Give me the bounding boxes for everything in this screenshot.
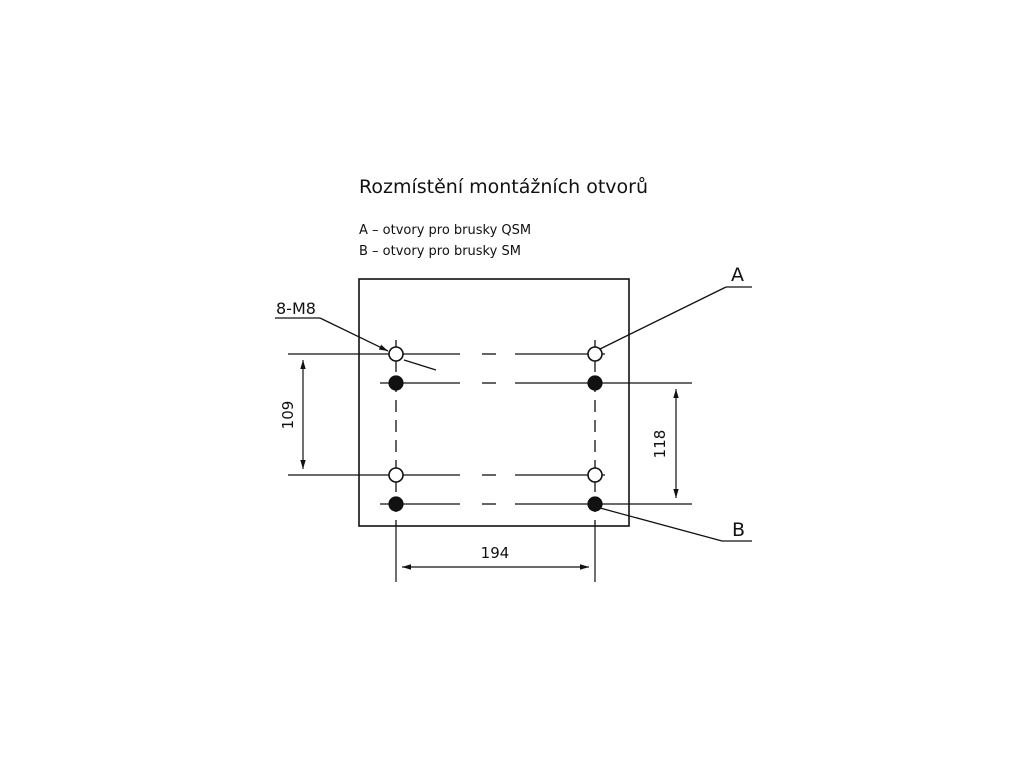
- hole-b-top-right: [587, 375, 603, 391]
- hole-a-top-left: [388, 346, 404, 362]
- callout-a: [599, 286, 752, 350]
- extension-lines: [395, 525, 596, 582]
- callout-b: [599, 507, 752, 542]
- hole-b-top-left: [388, 375, 404, 391]
- dimension-194-label: 194: [481, 544, 510, 562]
- thread-callout-label: 8-M8: [276, 299, 316, 318]
- hole-a-bottom-right: [587, 467, 603, 483]
- hole-b-bottom-right: [587, 496, 603, 512]
- dimension-118-label: 118: [651, 430, 669, 459]
- hole-row-lines: [288, 353, 692, 505]
- legend-b: B – otvory pro brusky SM: [359, 244, 521, 259]
- diagram-title: Rozmístění montážních otvorů: [359, 176, 649, 198]
- callout-a-label: A: [731, 264, 744, 286]
- hole-b-bottom-left: [388, 496, 404, 512]
- callout-b-label: B: [732, 519, 745, 541]
- hole-column-lines: [395, 340, 596, 525]
- hole-a-top-right: [587, 346, 603, 362]
- holes-b: [388, 375, 603, 512]
- dimension-109-label: 109: [279, 401, 297, 430]
- holes-a: [388, 346, 603, 483]
- thread-callout: [275, 317, 437, 371]
- hole-a-bottom-left: [388, 467, 404, 483]
- base-plate-outline: [358, 278, 630, 527]
- legend-a: A – otvory pro brusky QSM: [359, 223, 532, 238]
